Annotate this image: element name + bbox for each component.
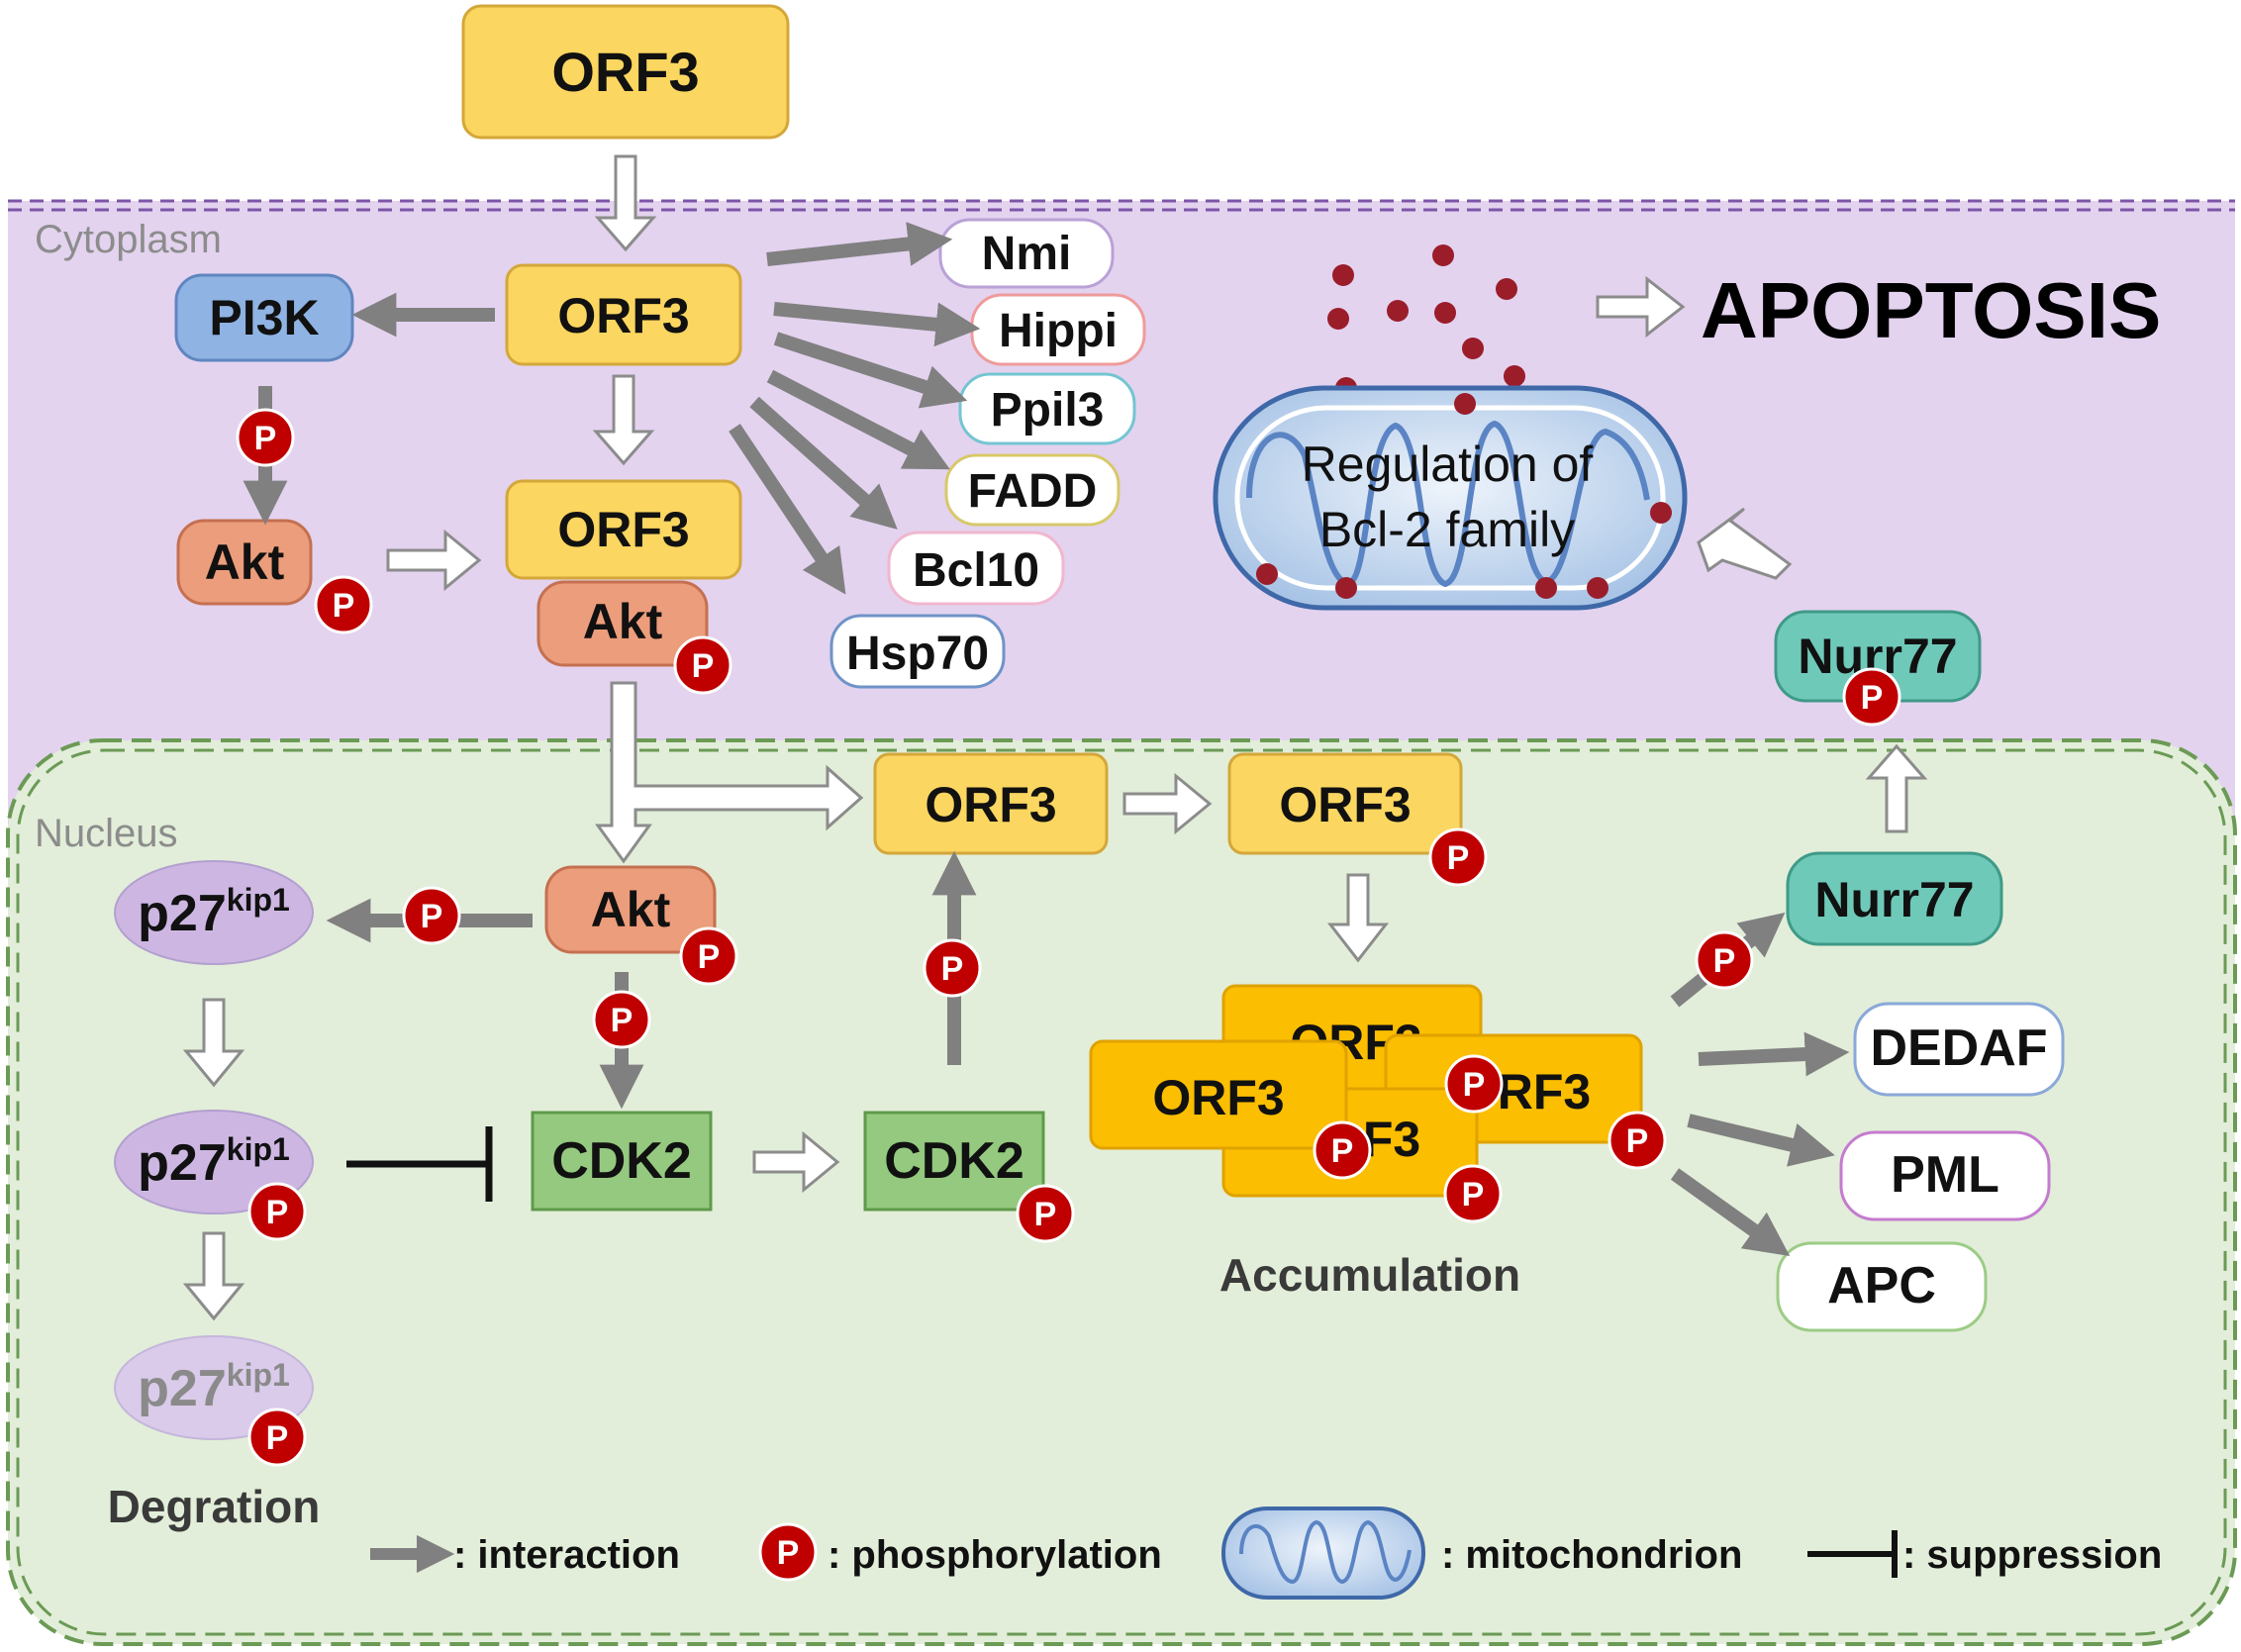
orf3-complex-node: [505, 479, 742, 580]
svg-text:APC: APC: [1827, 1257, 1936, 1314]
mito-label-line1: Regulation of: [1302, 437, 1594, 492]
svg-text:p27kip1: p27kip1: [138, 882, 290, 942]
svg-text:DEDAF: DEDAF: [1870, 1020, 2047, 1077]
akt-complex-node: [536, 580, 709, 667]
apoptosis-label: APOPTOSIS: [1701, 266, 2161, 354]
svg-text:ORF3: ORF3: [557, 288, 689, 343]
svg-text:Akt: Akt: [591, 882, 671, 937]
orf3-cyto-node: [505, 263, 742, 366]
apc-node: [1776, 1241, 1988, 1332]
legend: : interaction : phosphorylation : mitoch…: [370, 1506, 2162, 1600]
degration-label: Degration: [108, 1481, 321, 1532]
svg-text:Ppil3: Ppil3: [991, 384, 1105, 437]
cytoplasm-label: Cytoplasm: [35, 218, 222, 261]
svg-text:RF3: RF3: [1498, 1064, 1591, 1119]
svg-text:Akt: Akt: [583, 594, 663, 649]
cdk2-node-2: [863, 1111, 1045, 1212]
svg-text:: mitochondrion: : mitochondrion: [1441, 1533, 1742, 1577]
hsp70-node: [829, 614, 1006, 689]
svg-text:ORF3: ORF3: [1279, 777, 1411, 832]
interaction-arrows: [243, 222, 1850, 1257]
svg-text:Akt: Akt: [205, 534, 285, 590]
svg-text:Nurr77: Nurr77: [1814, 872, 1974, 927]
bcl2-release-dots: [1327, 244, 1525, 415]
svg-text:ORF3: ORF3: [1152, 1070, 1284, 1125]
svg-text:ORF3: ORF3: [551, 41, 699, 103]
svg-text:: suppression: : suppression: [1902, 1533, 2162, 1577]
svg-text:ORF3: ORF3: [925, 777, 1056, 832]
accumulation-label: Accumulation: [1219, 1249, 1520, 1301]
svg-text:FADD: FADD: [968, 465, 1098, 518]
nucleus-region: [6, 738, 2237, 1646]
svg-text:Nmi: Nmi: [982, 228, 1072, 280]
mito-label-line2: Bcl-2 family: [1319, 502, 1575, 557]
nucleus-label: Nucleus: [35, 812, 178, 855]
orf3-accumulation-stack: ORF3 RF3 F3 ORF3: [1089, 984, 1643, 1198]
svg-text:CDK2: CDK2: [551, 1132, 692, 1190]
svg-text:: phosphorylation: : phosphorylation: [828, 1533, 1162, 1577]
orf3-nuc-node: [873, 752, 1109, 855]
cdk2-node-1: [531, 1111, 713, 1212]
p27-node-1: [114, 860, 314, 965]
suppression-inhibitor: [346, 1126, 493, 1202]
svg-text:CDK2: CDK2: [884, 1132, 1024, 1190]
svg-text:Bcl10: Bcl10: [913, 544, 1039, 597]
dedaf-node: [1853, 1002, 2065, 1097]
svg-text:p27kip1: p27kip1: [138, 1357, 290, 1417]
akt-nuc-node: [544, 865, 717, 954]
svg-text:Hsp70: Hsp70: [846, 628, 989, 680]
transition-arrows: [182, 154, 1928, 1321]
ppil3-node: [958, 372, 1136, 445]
orf3-nuc-phos-node: [1227, 752, 1463, 855]
svg-text:p27kip1: p27kip1: [138, 1131, 290, 1192]
pml-node: [1839, 1130, 2051, 1221]
mitochondrion-icon: [1213, 385, 1688, 611]
legend-phospho-badge: [758, 1522, 818, 1582]
svg-text:ORF3: ORF3: [557, 502, 689, 557]
svg-text:PML: PML: [1891, 1146, 1999, 1204]
fadd-node: [944, 453, 1120, 527]
legend-suppression-symbol: [1807, 1530, 1898, 1578]
legend-mitochondrion-icon: [1221, 1506, 1425, 1600]
svg-text:F3: F3: [1363, 1112, 1420, 1167]
svg-text:PI3K: PI3K: [209, 290, 319, 345]
bcl10-node: [887, 531, 1065, 606]
svg-text:: interaction: : interaction: [453, 1533, 680, 1577]
svg-text:Hippi: Hippi: [999, 305, 1118, 357]
orf3-top-node: [461, 4, 790, 140]
nurr77-nuc-node: [1786, 851, 2003, 946]
